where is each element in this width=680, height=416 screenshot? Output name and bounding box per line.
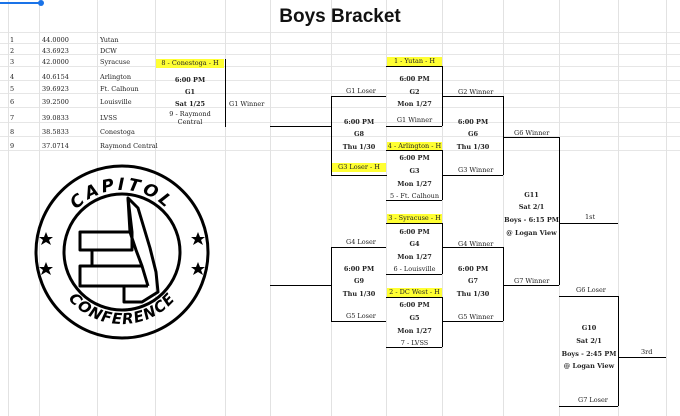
seed-number[interactable]: 3 [10, 58, 15, 66]
capitol-conference-logo: CAPITOL CONFERENCE [34, 164, 210, 340]
svg-text:CAPITOL: CAPITOL [66, 175, 177, 214]
g10-time[interactable]: Boys - 2:45 PM [561, 350, 617, 358]
g6-date[interactable]: Thu 1/30 [456, 143, 490, 151]
g1-winner-line [270, 126, 331, 127]
seed-rating[interactable]: 43.6923 [42, 47, 69, 55]
g9-time[interactable]: 6:00 PM [343, 265, 375, 273]
g5-bottom-team[interactable]: 7 - LVSS [400, 339, 429, 347]
g11-date[interactable]: Sat 2/1 [518, 203, 545, 211]
g2-date[interactable]: Mon 1/27 [397, 100, 432, 108]
g5-game[interactable]: G5 [409, 314, 420, 322]
g6-time[interactable]: 6:00 PM [457, 118, 489, 126]
g8-date[interactable]: Thu 1/30 [342, 143, 376, 151]
g2-top-team[interactable]: 1 - Yutan - H [387, 57, 442, 66]
seed-team[interactable]: Syracuse [100, 58, 131, 66]
seed-rating[interactable]: 39.2500 [42, 98, 69, 106]
g7-time[interactable]: 6:00 PM [457, 265, 489, 273]
g4-top-team[interactable]: 3 - Syracuse - H [387, 214, 442, 223]
g9-date[interactable]: Thu 1/30 [342, 290, 376, 298]
seed-number[interactable]: 1 [10, 36, 15, 44]
g6-winner-label[interactable]: G6 Winner [514, 129, 550, 137]
g3-loser-label[interactable]: G3 Loser - H [332, 163, 386, 172]
g4-bottom-team[interactable]: 6 - Louisville [393, 265, 436, 273]
seed-team[interactable]: LVSS [100, 114, 118, 122]
g2-game[interactable]: G2 [409, 88, 420, 96]
g5-loser-label[interactable]: G5 Loser [346, 312, 376, 320]
seed-team[interactable]: Raymond Central [100, 142, 158, 150]
g3-bottom-team[interactable]: 5 - Ft. Calhoun [389, 192, 440, 200]
g6-loser-label[interactable]: G6 Loser [576, 286, 606, 294]
g8-game[interactable]: G8 [353, 130, 365, 138]
first-place-label[interactable]: 1st [585, 213, 596, 221]
g7-winner-label[interactable]: G7 Winner [514, 277, 550, 285]
seed-rating[interactable]: 37.0714 [42, 142, 69, 150]
selection-handle[interactable] [38, 0, 44, 6]
selection-indicator [0, 2, 40, 4]
seed-team[interactable]: Louisville [100, 98, 132, 106]
g1-loser-label[interactable]: G1 Loser [346, 87, 376, 95]
g4-winner-label[interactable]: G4 Winner [458, 240, 494, 248]
g4-loser-label[interactable]: G4 Loser [346, 238, 376, 246]
seed-team[interactable]: Ft. Calhoun [100, 85, 139, 93]
g5-time[interactable]: 6:00 PM [399, 301, 430, 309]
g5-winner-label[interactable]: G5 Winner [458, 313, 494, 321]
g4-game[interactable]: G4 [409, 240, 420, 248]
g5-top-team[interactable]: 2 - DC West - H [387, 288, 442, 297]
g1-bottom-team[interactable]: 9 - Raymond Central [169, 110, 211, 126]
g4-date[interactable]: Mon 1/27 [397, 253, 432, 261]
g7-loser-label[interactable]: G7 Loser [578, 396, 608, 404]
g7-game[interactable]: G7 [467, 277, 479, 285]
seed-number[interactable]: 8 [10, 128, 15, 136]
seed-number[interactable]: 7 [10, 114, 15, 122]
g10-date[interactable]: Sat 2/1 [576, 337, 602, 345]
seed-rating[interactable]: 40.6154 [42, 73, 69, 81]
seed-number[interactable]: 6 [10, 98, 15, 106]
seed-number[interactable]: 9 [10, 142, 15, 150]
g1-game[interactable]: G1 [184, 88, 196, 96]
g2-time[interactable]: 6:00 PM [399, 75, 430, 83]
seed-team[interactable]: Arlington [100, 73, 132, 81]
third-place-label[interactable]: 3rd [641, 348, 653, 356]
g2-winner-label[interactable]: G2 Winner [458, 88, 494, 96]
g3-date[interactable]: Mon 1/27 [397, 180, 432, 188]
g10-venue[interactable]: @ Logan View [563, 362, 615, 370]
star-icon-group [39, 232, 205, 275]
g5-date[interactable]: Mon 1/27 [397, 327, 432, 335]
seed-rating[interactable]: 38.5833 [42, 128, 69, 136]
seed-team[interactable]: Yutan [100, 36, 119, 44]
g11-venue[interactable]: @ Logan View [506, 229, 557, 237]
g1-time[interactable]: 6:00 PM [174, 76, 206, 84]
g3-top-team[interactable]: 4 - Arlington - H [387, 142, 442, 151]
g11-game[interactable]: G11 [524, 191, 539, 199]
g11-time[interactable]: Boys - 6:15 PM [504, 216, 559, 224]
g9-game[interactable]: G9 [353, 277, 365, 285]
seed-team[interactable]: Conestoga [100, 128, 135, 136]
g8-time[interactable]: 6:00 PM [343, 118, 375, 126]
g3-winner-label[interactable]: G3 Winner [458, 166, 494, 174]
g1-date[interactable]: Sat 1/25 [174, 100, 206, 108]
g3-game[interactable]: G3 [409, 167, 420, 175]
g1-bracket-line [225, 59, 226, 127]
g3-time[interactable]: 6:00 PM [399, 154, 430, 162]
g6-game[interactable]: G6 [467, 130, 479, 138]
g10-game[interactable]: G10 [581, 324, 597, 332]
seed-rating[interactable]: 39.6923 [42, 85, 69, 93]
seed-team[interactable]: DCW [100, 47, 117, 55]
g7-date[interactable]: Thu 1/30 [456, 290, 490, 298]
g1-winner-label[interactable]: G1 Winner [229, 100, 265, 108]
seed-number[interactable]: 2 [10, 47, 15, 55]
seed-rating[interactable]: 39.0833 [42, 114, 69, 122]
seed-number[interactable]: 5 [10, 85, 15, 93]
g4-time[interactable]: 6:00 PM [399, 228, 430, 236]
seed-rating[interactable]: 44.0000 [42, 36, 69, 44]
page-title: Boys Bracket [279, 6, 401, 27]
g1-top-team[interactable]: 8 - Conestoga - H [156, 59, 224, 68]
seed-number[interactable]: 4 [10, 73, 15, 81]
g2-bottom-team[interactable]: G1 Winner [396, 116, 433, 124]
seed-rating[interactable]: 42.0000 [42, 58, 69, 66]
